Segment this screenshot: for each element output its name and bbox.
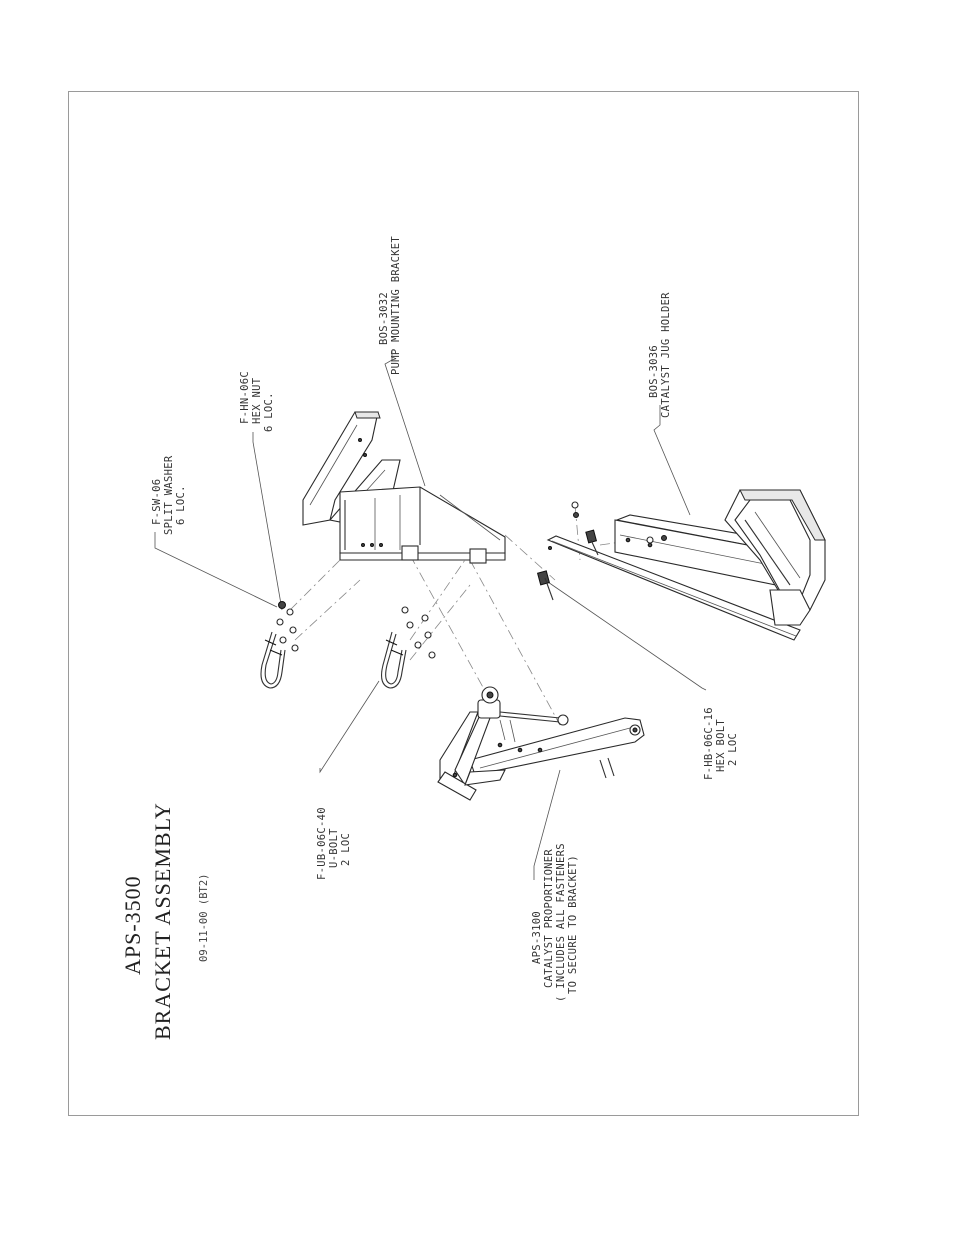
callout-proportioner: APS-3100 CATALYST PROPORTIONER ( INCLUDE… — [531, 843, 579, 1002]
leader-jug-holder — [654, 405, 690, 515]
callout-hex-bolt: F-HB-06C-16 HEX BOLT 2 LOC — [703, 707, 739, 780]
title-name: BRACKET ASSEMBLY — [150, 802, 175, 1040]
title-date-code: 09-11-00 (BT2) — [198, 873, 210, 962]
svg-text:F-HB-06C-16: F-HB-06C-16 — [703, 707, 715, 780]
svg-text:F-UB-06C-40: F-UB-06C-40 — [316, 807, 328, 880]
svg-text:F-SW-06: F-SW-06 — [151, 479, 163, 525]
leader-split-washer — [155, 532, 277, 607]
svg-text:APS-3100: APS-3100 — [531, 911, 543, 964]
svg-text:TO SECURE TO BRACKET): TO SECURE TO BRACKET) — [567, 855, 579, 994]
catalyst-proportioner — [438, 687, 644, 800]
svg-text:2 LOC: 2 LOC — [340, 833, 352, 866]
svg-text:SPLIT WASHER: SPLIT WASHER — [163, 455, 175, 535]
leader-hex-bolt — [545, 580, 706, 690]
svg-text:CATALYST JUG HOLDER: CATALYST JUG HOLDER — [660, 292, 672, 418]
catalyst-jug-holder — [548, 490, 825, 640]
leader-u-bolt — [320, 681, 379, 772]
u-bolt-lower — [382, 632, 406, 688]
leader-hex-nut — [253, 432, 282, 610]
svg-text:( INCLUDES ALL FASTENERS: ( INCLUDES ALL FASTENERS — [555, 843, 567, 1002]
svg-text:F-HN-06C: F-HN-06C — [239, 371, 251, 424]
callout-jug-holder: BOS-3036 CATALYST JUG HOLDER — [648, 292, 672, 418]
svg-text:HEX NUT: HEX NUT — [251, 377, 263, 424]
title-model: APS-3500 — [120, 875, 145, 975]
callout-split-washer: F-SW-06 SPLIT WASHER 6 LOC. — [151, 455, 187, 535]
washers-and-nuts — [277, 602, 435, 659]
svg-text:2 LOC: 2 LOC — [727, 733, 739, 766]
svg-text:BOS-3032: BOS-3032 — [378, 292, 390, 345]
callout-hex-nut: F-HN-06C HEX NUT 6 LOC. — [239, 371, 275, 432]
callout-pump-bracket: BOS-3032 PUMP MOUNTING BRACKET — [378, 236, 402, 375]
svg-text:BOS-3036: BOS-3036 — [648, 345, 660, 398]
pump-mounting-bracket — [303, 412, 505, 563]
svg-text:6 LOC.: 6 LOC. — [175, 485, 187, 525]
svg-text:CATALYST PROPORTIONER: CATALYST PROPORTIONER — [543, 849, 555, 988]
title-block: APS-3500 BRACKET ASSEMBLY 09-11-00 (BT2) — [120, 802, 210, 1040]
svg-text:U-BOLT: U-BOLT — [328, 828, 340, 868]
leader-lines — [155, 350, 706, 880]
callout-u-bolt: F-UB-06C-40 U-BOLT 2 LOC — [316, 807, 352, 880]
svg-text:6 LOC.: 6 LOC. — [263, 392, 275, 432]
svg-text:HEX BOLT: HEX BOLT — [715, 719, 727, 772]
